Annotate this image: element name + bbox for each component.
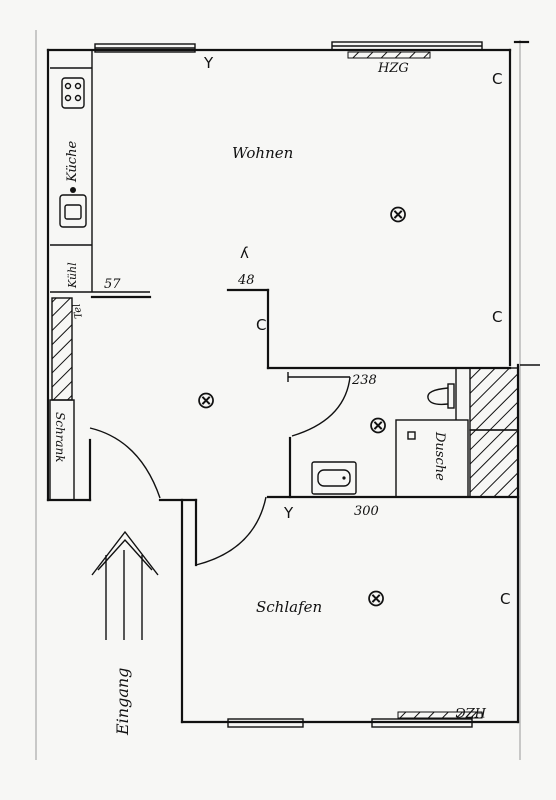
wall-light-icon: ʎ [240, 244, 249, 262]
antenna-socket-bath-icon: Y [283, 504, 294, 522]
room-label-bedroom: Schlafen [256, 598, 322, 616]
dimension-48: 48 [237, 273, 255, 288]
dimension-57: 57 [104, 277, 121, 292]
room-label-kitchen: Küche [65, 141, 80, 183]
kitchen-counter [50, 50, 152, 299]
ceiling-light-living-icon: ⊗ [388, 200, 408, 228]
heater-bottom-label: HZG [455, 704, 487, 719]
room-label-living: Wohnen [232, 144, 293, 162]
door-entrance [89, 427, 161, 499]
window-top-left [94, 43, 196, 53]
door-bedroom [195, 496, 267, 566]
washbasin-icon [311, 461, 357, 495]
window-bottom-left [227, 718, 304, 728]
toilet-icon [427, 383, 455, 409]
wardrobe-block [49, 297, 75, 501]
antenna-socket-top-icon: Y [203, 54, 214, 72]
outlet-top-right-icon: C [492, 70, 502, 88]
entrance-label: Eingang [113, 668, 132, 736]
outer-walls [46, 40, 540, 724]
heater-top [347, 51, 431, 59]
window-bottom-right [371, 718, 473, 728]
dimension-238: 238 [351, 373, 377, 388]
stove-icon [61, 77, 85, 109]
sink-icon [59, 187, 87, 228]
ceiling-light-bath-icon: ⊗ [368, 411, 388, 439]
heater-bottom [397, 711, 483, 719]
outlet-living-icon: C [256, 316, 266, 334]
heater-top-label: HZG [377, 61, 409, 76]
ceiling-light-bedroom-icon: ⊗ [366, 584, 386, 612]
tel-label: Tel [72, 303, 85, 320]
room-label-wardrobe: Schrank [53, 412, 67, 463]
interior-walls [226, 288, 520, 499]
window-top-right [331, 41, 483, 51]
outlet-bedroom-icon: C [500, 590, 510, 608]
door-bathroom [291, 376, 351, 437]
entrance-arrow-icon [91, 530, 159, 640]
outlet-right-icon: C [492, 308, 502, 326]
dimension-300: 300 [354, 504, 379, 519]
ceiling-light-hall-icon: ⊗ [196, 386, 216, 414]
room-label-shower: Dusche [432, 431, 447, 481]
room-label-fridge: Kühl [66, 262, 79, 289]
shower-drain-icon [407, 431, 416, 440]
